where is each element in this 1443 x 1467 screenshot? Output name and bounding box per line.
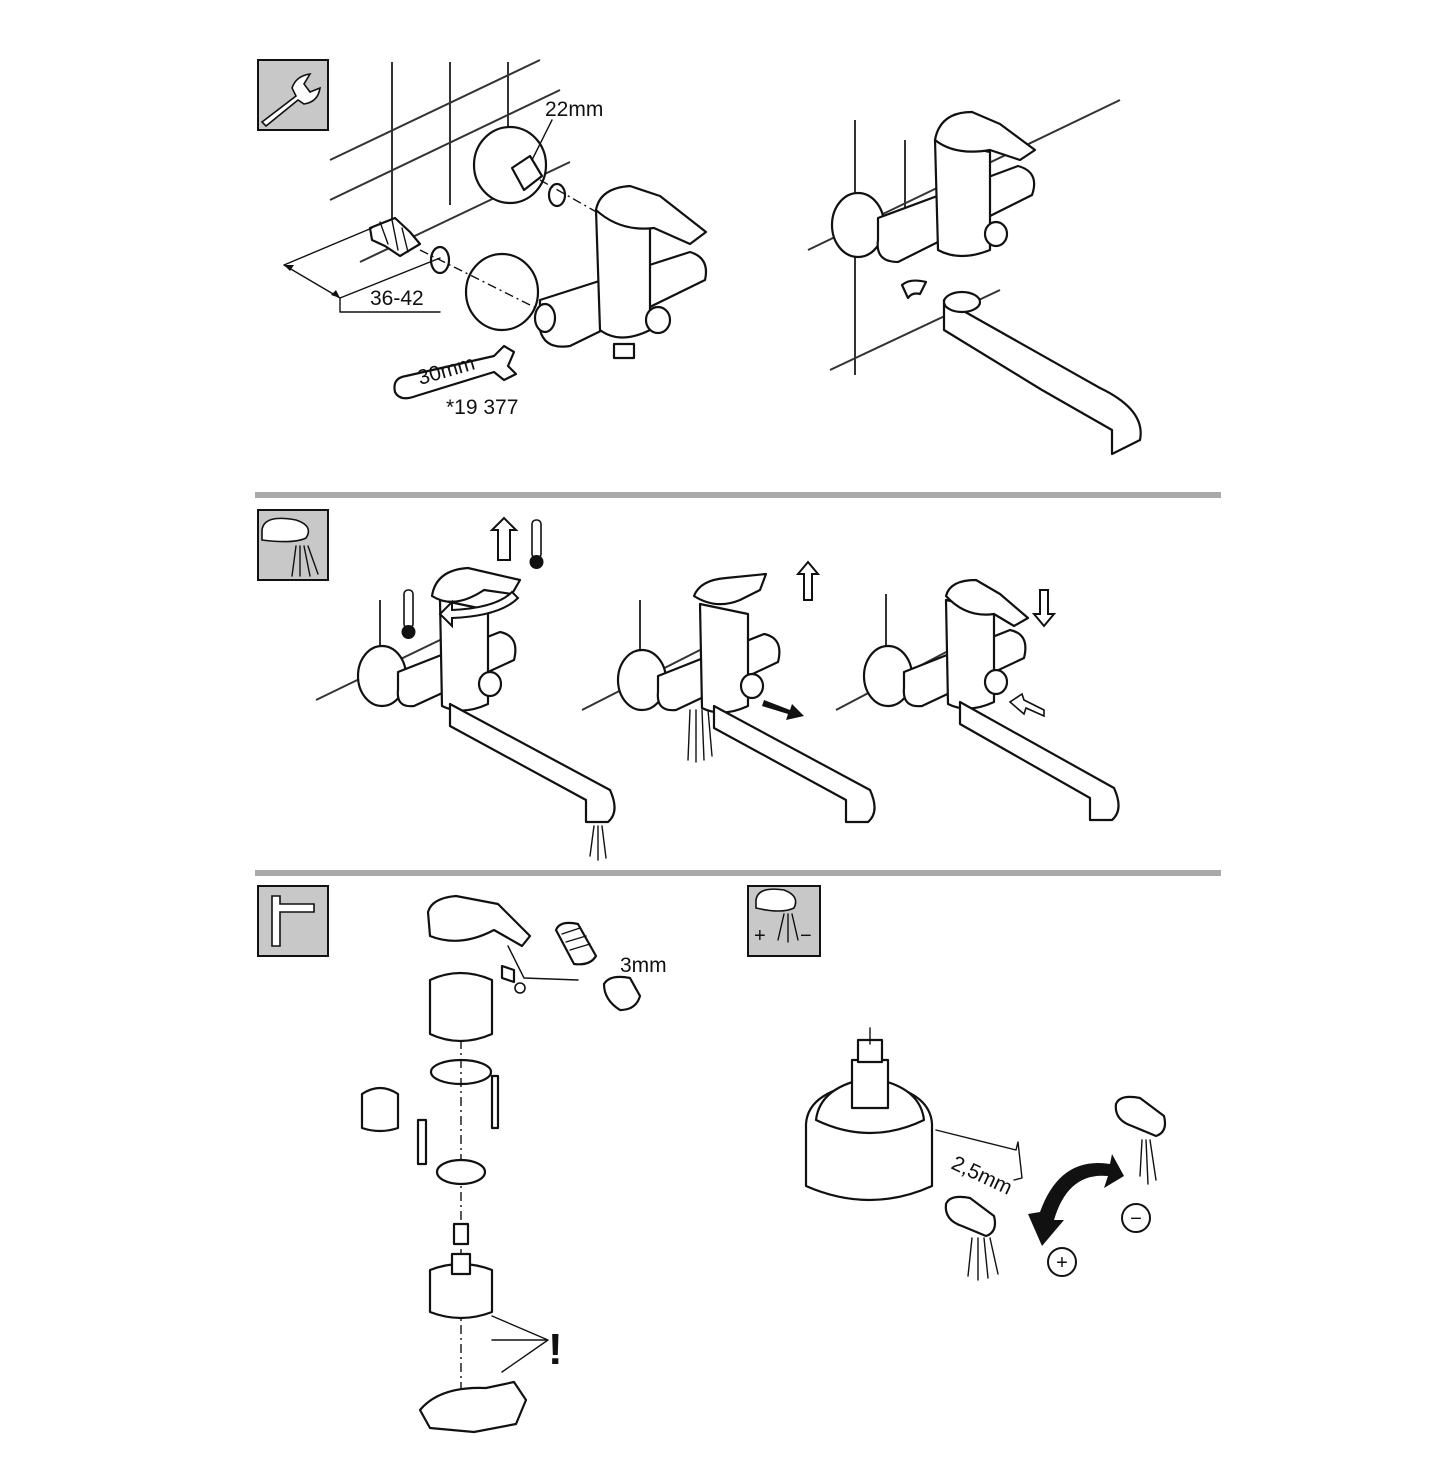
installation-section: 22mm 36-42 30mm *19 377: [257, 59, 1142, 456]
escutcheon-nut: [360, 1086, 400, 1133]
cartridge-detail: [804, 1027, 934, 1202]
rotation-arrow: [1028, 1154, 1124, 1246]
operation-section: [257, 509, 1120, 861]
long-screw-left: [416, 1118, 428, 1166]
spanner-wrench: 30mm *19 377: [393, 344, 518, 419]
spout-spray-icon: [257, 509, 329, 581]
decrease-flow-marker: −: [1121, 1203, 1151, 1233]
mixer-diverter-shower: [581, 560, 876, 824]
svg-text:+: +: [754, 925, 766, 947]
mixer-closed: [835, 578, 1120, 822]
assembly-axis: [419, 179, 601, 311]
section-divider-1: [255, 492, 1221, 498]
warning-indicator: !: [491, 1315, 563, 1374]
cartridge: [428, 1222, 494, 1320]
screw-size-label: 3mm: [620, 954, 667, 977]
nut-size-label: 22mm: [545, 98, 603, 121]
left-eccentric-connector: [368, 216, 451, 275]
spout-high-flow: [944, 1195, 999, 1281]
hot-thermometer-icon: [529, 519, 544, 569]
mixer-with-spout: [830, 110, 1142, 456]
key-size-label: 2,5mm: [948, 1152, 1016, 1200]
flow-adjustment-section: + − 2,5mm +: [747, 885, 1167, 1281]
right-connector-flange: 22mm: [472, 98, 603, 208]
grub-screw-cap: 3mm: [554, 921, 667, 1012]
tool-number-label: *19 377: [446, 396, 518, 419]
shower-stream: [687, 709, 713, 763]
spout-low-flow: [1114, 1095, 1167, 1185]
mixer-temperature-control: [315, 516, 616, 861]
mixer-body-1: [533, 184, 708, 360]
section-divider-2: [255, 870, 1221, 876]
water-stream: [589, 825, 607, 861]
lever-handle: [426, 894, 579, 994]
spout-flow-plus-minus-icon: + −: [747, 885, 821, 957]
mixer-housing: [418, 1380, 528, 1434]
wrench-icon: [257, 59, 329, 131]
svg-text:−: −: [800, 925, 812, 947]
svg-text:+: +: [1056, 1252, 1068, 1274]
svg-text:−: −: [1130, 1208, 1142, 1230]
cold-thermometer-icon: [401, 589, 416, 639]
retaining-ring: [435, 1158, 487, 1186]
cap-sleeve: [428, 971, 494, 1043]
distance-label: 36-42: [370, 287, 424, 310]
distance-dimension: 36-42: [283, 227, 441, 313]
cartridge-section: 3mm !: [257, 885, 667, 1434]
allen-key: 2,5mm: [935, 1129, 1023, 1200]
left-flange: [464, 252, 540, 332]
allen-key-icon: [257, 885, 329, 957]
long-screw-right: [490, 1074, 500, 1130]
increase-flow-marker: +: [1047, 1247, 1077, 1277]
warning-mark: !: [548, 1325, 563, 1374]
